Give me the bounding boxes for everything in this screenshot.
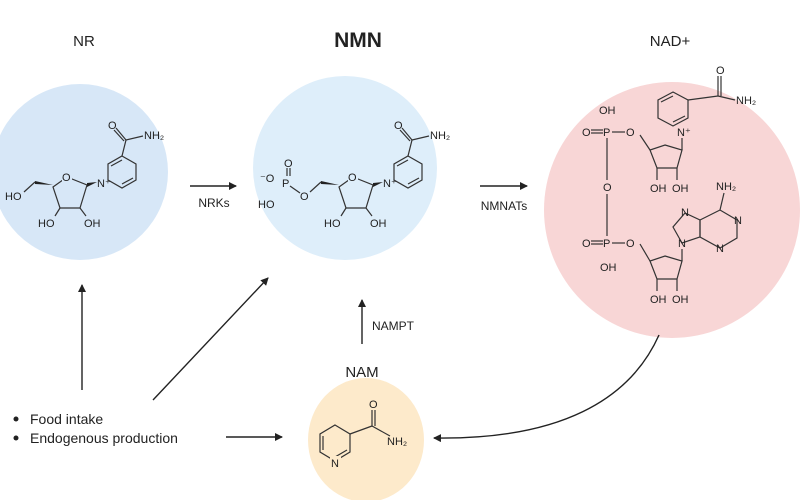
atom-label: OH bbox=[600, 262, 617, 274]
source-to-nmn-arrow bbox=[152, 277, 269, 401]
atom-label: HO bbox=[324, 218, 341, 230]
nmn-structure: O NH₂ N⁺ O HO OH O P O ⁻O HO bbox=[258, 120, 450, 230]
atom-label: OH bbox=[370, 218, 387, 230]
atom-label: N bbox=[681, 207, 689, 219]
atom-label: O bbox=[716, 65, 725, 77]
atom-label: P bbox=[282, 178, 289, 190]
nam-circle bbox=[308, 378, 424, 500]
nampt-label: NAMPT bbox=[372, 319, 415, 333]
atom-label: NH₂ bbox=[716, 181, 736, 193]
atom-label: ⁻O bbox=[260, 173, 275, 185]
nad-to-nam-arrow bbox=[433, 334, 660, 443]
atom-label: NH₂ bbox=[430, 130, 450, 142]
atom-label: N⁺ bbox=[383, 178, 397, 190]
atom-label: O bbox=[62, 172, 71, 184]
nad-circle bbox=[544, 82, 800, 338]
atom-label: OH bbox=[672, 294, 689, 306]
nam-title: NAM bbox=[345, 364, 378, 381]
nam-structure: N O NH₂ bbox=[319, 399, 407, 470]
atom-label: N⁺ bbox=[97, 178, 111, 190]
nr-title: NR bbox=[73, 33, 95, 50]
atom-label: OH bbox=[650, 183, 667, 195]
atom-label: O bbox=[626, 238, 635, 250]
nr-circle bbox=[0, 84, 168, 260]
bullet bbox=[13, 435, 19, 441]
atom-label: O bbox=[626, 127, 635, 139]
bullet bbox=[13, 416, 19, 422]
nad-title: NAD+ bbox=[650, 33, 691, 50]
atom-label: OH bbox=[672, 183, 689, 195]
atom-label: P bbox=[603, 127, 610, 139]
atom-label: NH₂ bbox=[144, 130, 164, 142]
atom-label: HO bbox=[38, 218, 55, 230]
atom-label: N bbox=[734, 215, 742, 227]
atom-label: O bbox=[394, 120, 403, 132]
atom-label: HO bbox=[258, 199, 275, 211]
nmnats-label: NMNATs bbox=[481, 199, 527, 213]
nrks-label: NRKs bbox=[198, 196, 229, 210]
atom-label: O bbox=[582, 238, 591, 250]
atom-label: O bbox=[603, 182, 612, 194]
source-endogenous-production: Endogenous production bbox=[30, 430, 178, 446]
atom-label: NH₂ bbox=[736, 95, 756, 107]
nmn-circle bbox=[253, 76, 437, 260]
atom-label: O bbox=[284, 158, 293, 170]
atom-label: OH bbox=[599, 105, 616, 117]
atom-label: O bbox=[582, 127, 591, 139]
atom-label: O bbox=[108, 120, 117, 132]
nmn-title: NMN bbox=[334, 29, 382, 52]
atom-label: N bbox=[331, 458, 339, 470]
atom-label: HO bbox=[5, 191, 22, 203]
atom-label: N bbox=[678, 238, 686, 250]
atom-label: N⁺ bbox=[677, 127, 691, 139]
atom-label: OH bbox=[650, 294, 667, 306]
atom-label: O bbox=[300, 191, 309, 203]
atom-label: NH₂ bbox=[387, 436, 407, 448]
source-food-intake: Food intake bbox=[30, 411, 103, 427]
atom-label: N bbox=[716, 243, 724, 255]
atom-label: O bbox=[369, 399, 378, 411]
atom-label: P bbox=[603, 238, 610, 250]
nr-structure: O NH₂ N⁺ O HO HO OH bbox=[5, 120, 164, 230]
nad-structure: O NH₂ N⁺ OH OH O P O OH O P O O OH OH bbox=[582, 65, 756, 306]
atom-label: OH bbox=[84, 218, 101, 230]
atom-label: O bbox=[348, 172, 357, 184]
